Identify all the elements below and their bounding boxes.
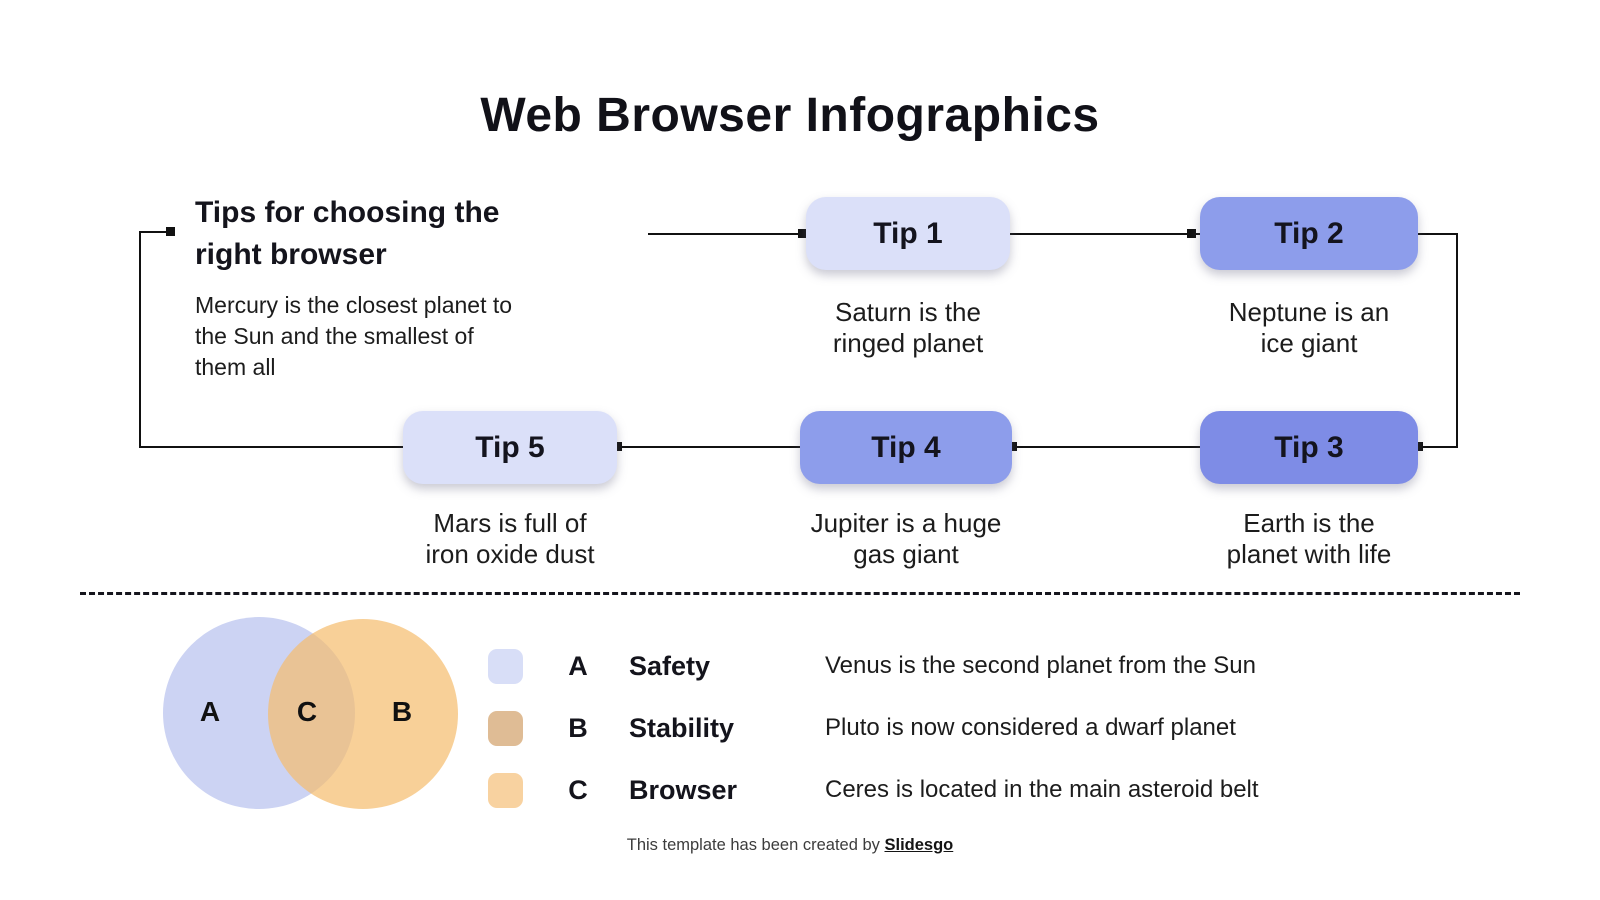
connector-tip3-to-tip4 — [1012, 446, 1200, 448]
connector-left-vertical — [139, 231, 141, 448]
connector-tip2-right — [1418, 233, 1458, 235]
slidesgo-link[interactable]: Slidesgo — [884, 836, 954, 854]
legend-letter-a: A — [568, 650, 588, 681]
arrowhead-tip3 — [1414, 442, 1423, 451]
tip-3-box[interactable]: Tip 3 — [1200, 411, 1418, 484]
legend-label-stability: Stability — [629, 712, 735, 743]
venn-label-b: B — [391, 696, 413, 727]
page-title: Web Browser Infographics — [480, 89, 1100, 142]
legend-letter-b: B — [568, 712, 588, 743]
tip-2-box[interactable]: Tip 2 — [1200, 197, 1418, 270]
legend-desc-safety: Venus is the second planet from the Sun — [825, 652, 1256, 679]
arrowhead-tip4 — [1008, 442, 1017, 451]
tip-3-caption: Earth is the planet with life — [1226, 508, 1392, 569]
connector-heading-to-tip1 — [648, 233, 806, 235]
legend-row-browser: C Browser Ceres is located in the main a… — [488, 772, 1408, 808]
tip-4-caption: Jupiter is a huge gas giant — [810, 508, 1002, 569]
legend-swatch-b — [488, 710, 523, 746]
tip-1-caption: Saturn is the ringed planet — [832, 297, 984, 358]
footer-text: This template has been created by — [626, 836, 885, 854]
intro-heading: Tips for choosing the right browser — [195, 196, 500, 271]
arrowhead-heading — [166, 227, 175, 236]
legend-swatch-c — [488, 772, 523, 808]
tip-2-caption: Neptune is an ice giant — [1228, 297, 1390, 358]
connector-to-heading — [139, 231, 169, 233]
arrowhead-tip1 — [798, 229, 807, 238]
connector-to-tip3 — [1418, 446, 1458, 448]
connector-tip5-left — [139, 446, 403, 448]
intro-body: Mercury is the closest planet to the Sun… — [195, 292, 513, 380]
legend-row-safety: A Safety Venus is the second planet from… — [488, 648, 1408, 684]
connector-right-vertical — [1456, 233, 1458, 448]
tip-1-box[interactable]: Tip 1 — [806, 197, 1010, 270]
legend-desc-browser: Ceres is located in the main asteroid be… — [825, 776, 1259, 803]
legend-swatch-a — [488, 648, 523, 684]
arrowhead-tip5 — [613, 442, 622, 451]
connector-tip1-to-tip2 — [1010, 233, 1200, 235]
tip-4-box[interactable]: Tip 4 — [800, 411, 1012, 484]
venn-label-a: A — [199, 696, 221, 727]
arrowhead-tip2 — [1187, 229, 1196, 238]
legend-label-safety: Safety — [629, 650, 711, 681]
legend-row-stability: B Stability Pluto is now considered a dw… — [488, 710, 1408, 746]
tip-5-box[interactable]: Tip 5 — [403, 411, 617, 484]
legend-label-browser: Browser — [629, 774, 738, 805]
venn-label-c: C — [296, 696, 318, 727]
legend-letter-c: C — [568, 774, 588, 805]
venn-circle-b — [268, 619, 458, 809]
dashed-divider — [80, 592, 1520, 595]
footer-credit: This template has been created by Slides… — [0, 836, 1580, 855]
tip-5-caption: Mars is full of iron oxide dust — [425, 508, 595, 569]
connector-tip4-to-tip5 — [617, 446, 800, 448]
legend-desc-stability: Pluto is now considered a dwarf planet — [825, 714, 1236, 741]
